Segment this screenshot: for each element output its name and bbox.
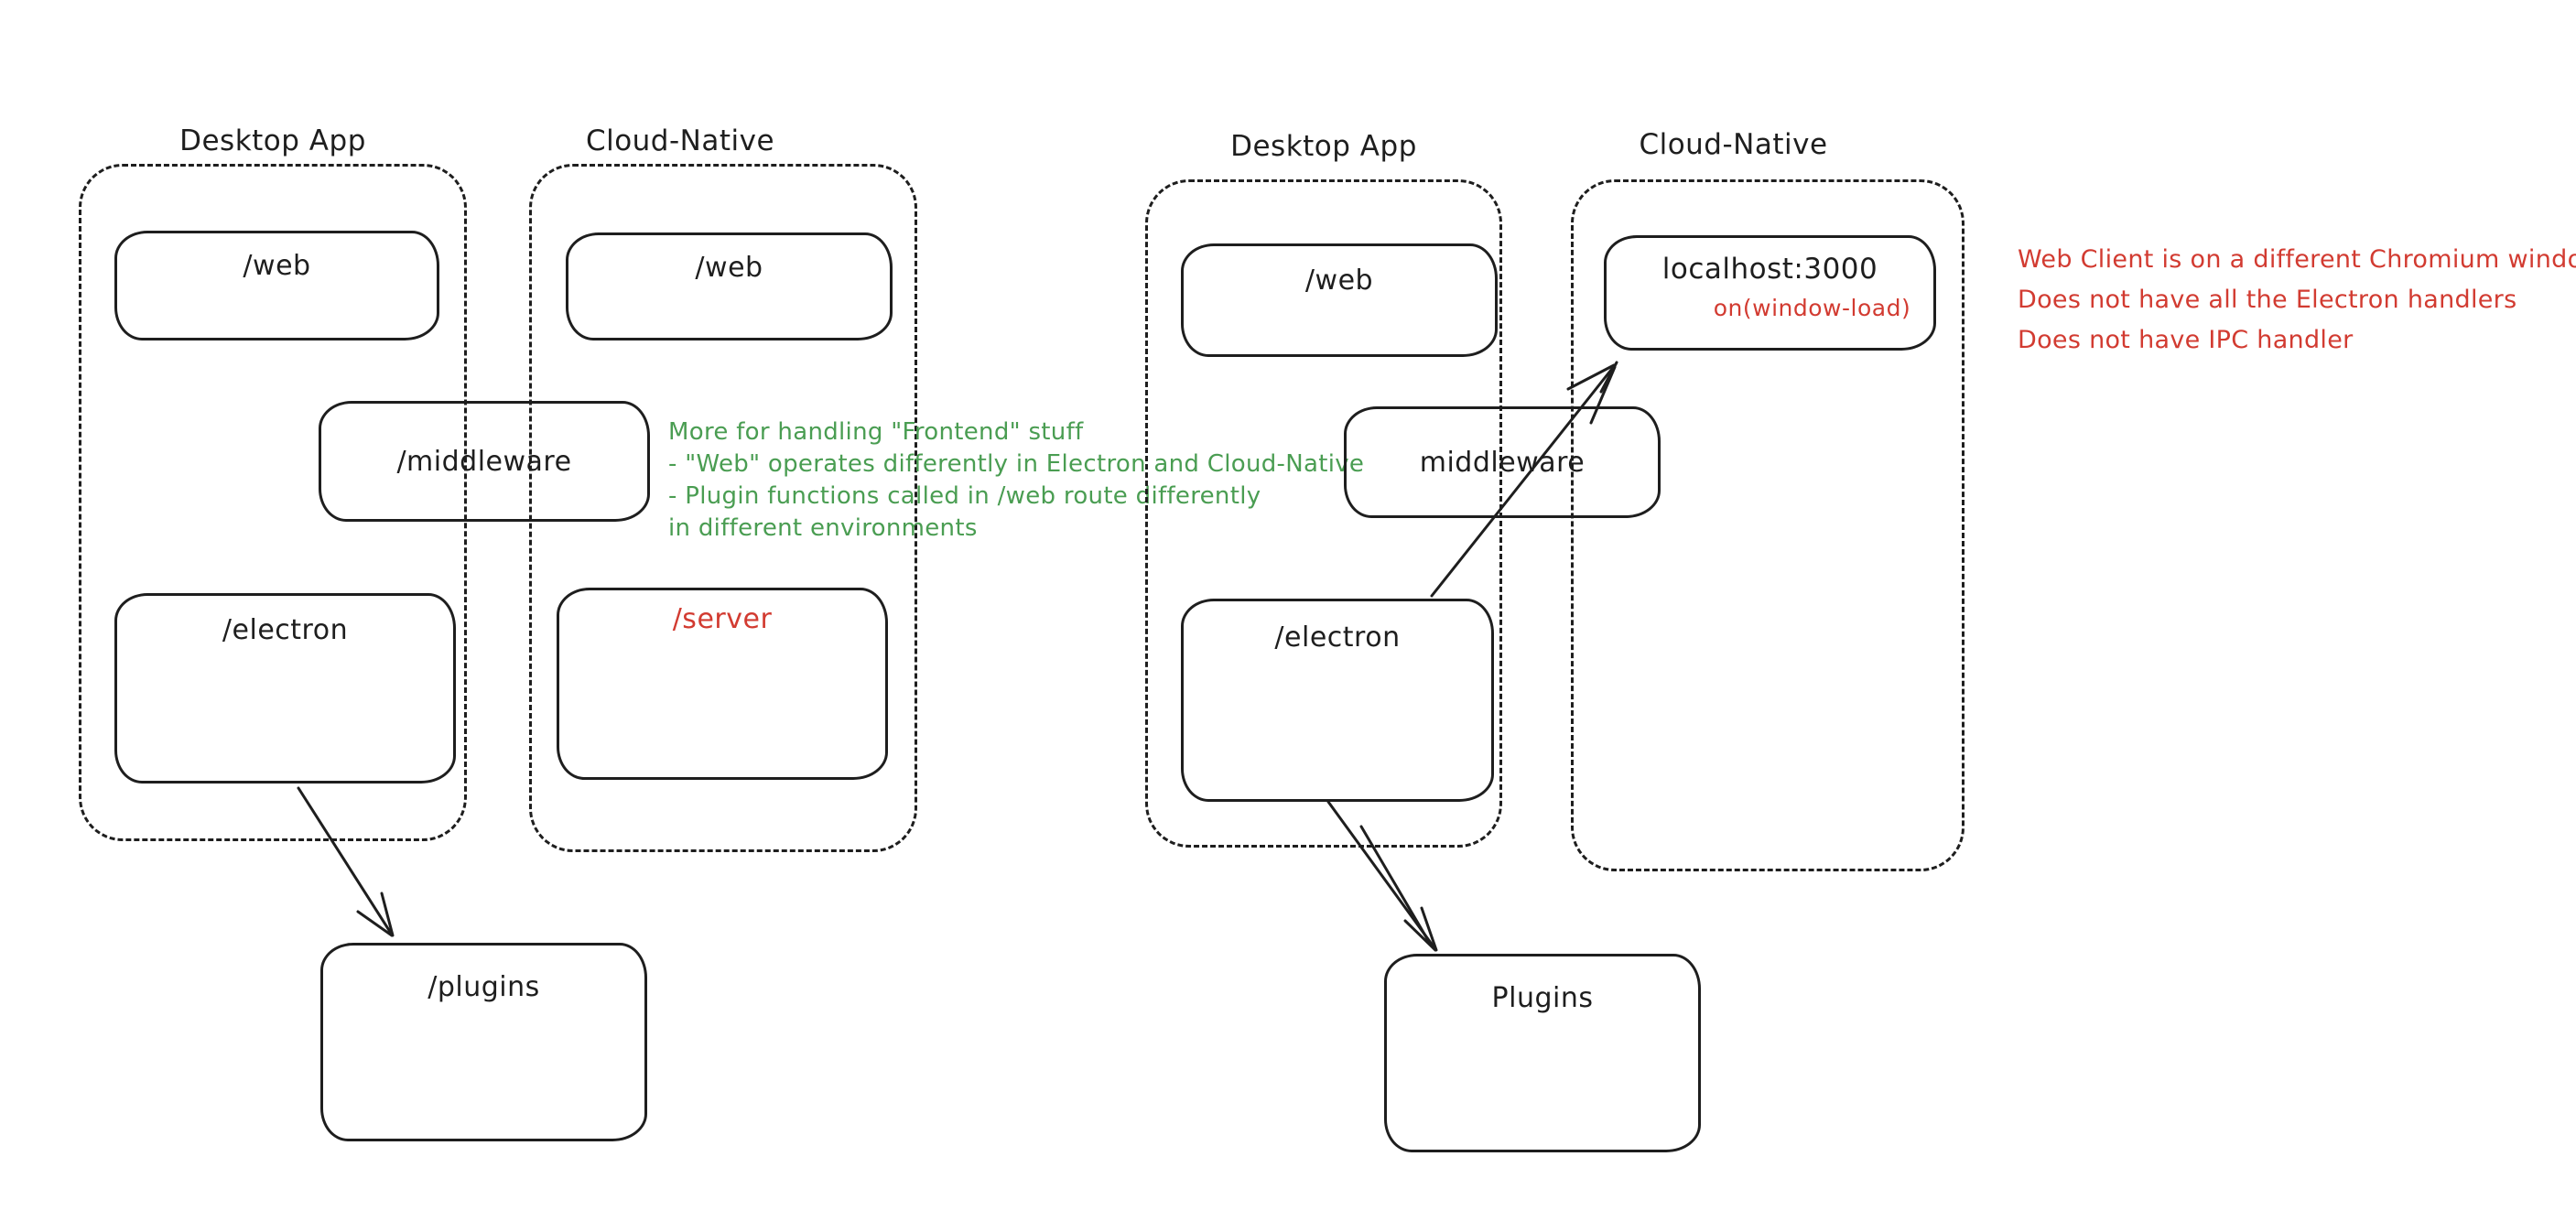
left-cloud-native-container	[529, 164, 917, 852]
left-electron-label: /electron	[222, 614, 349, 646]
web-client-note-line: Does not have all the Electron handlers	[2018, 286, 2517, 314]
localhost-box: localhost:3000 on(window-load)	[1604, 235, 1936, 351]
left-cloud-web-label: /web	[695, 252, 763, 284]
right-desktop-app-label: Desktop App	[1230, 130, 1417, 163]
left-plugins-label: /plugins	[428, 971, 540, 1003]
right-electron-label: /electron	[1274, 621, 1401, 654]
right-desktop-web-box: /web	[1181, 243, 1498, 357]
left-middleware-label: /middleware	[396, 445, 572, 478]
left-desktop-app-container	[79, 164, 467, 841]
left-desktop-app-label: Desktop App	[179, 124, 366, 157]
right-electron-box: /electron	[1181, 599, 1494, 802]
left-plugins-box: /plugins	[320, 943, 647, 1141]
left-cloud-native-label: Cloud-Native	[585, 124, 775, 157]
right-middleware-box: middleware	[1344, 406, 1661, 518]
localhost-window-load-label: on(window-load)	[1713, 295, 1911, 321]
left-server-box: /server	[557, 588, 888, 780]
left-server-label: /server	[672, 603, 773, 635]
frontend-note-annotation: More for handling "Frontend" stuff - "We…	[668, 416, 1364, 545]
frontend-note-line: in different environments	[668, 514, 978, 542]
right-cloud-native-label: Cloud-Native	[1639, 128, 1828, 161]
web-client-note-annotation: Web Client is on a different Chromium wi…	[2018, 240, 2576, 361]
web-client-note-line: Web Client is on a different Chromium wi…	[2018, 245, 2576, 274]
frontend-note-line: - "Web" operates differently in Electron…	[668, 450, 1365, 478]
left-electron-box: /electron	[114, 593, 456, 784]
frontend-note-line: - Plugin functions called in /web route …	[668, 482, 1261, 510]
right-plugins-box: Plugins	[1384, 954, 1701, 1152]
left-cloud-web-box: /web	[566, 232, 893, 340]
right-desktop-web-label: /web	[1304, 265, 1374, 297]
left-middleware-box: /middleware	[319, 401, 650, 522]
localhost-title: localhost:3000	[1661, 253, 1878, 286]
right-middleware-label: middleware	[1419, 446, 1586, 479]
left-desktop-web-box: /web	[114, 231, 439, 340]
right-plugins-label: Plugins	[1491, 982, 1594, 1014]
left-desktop-web-label: /web	[243, 250, 311, 282]
web-client-note-line: Does not have IPC handler	[2018, 326, 2354, 354]
frontend-note-line: More for handling "Frontend" stuff	[668, 418, 1084, 446]
